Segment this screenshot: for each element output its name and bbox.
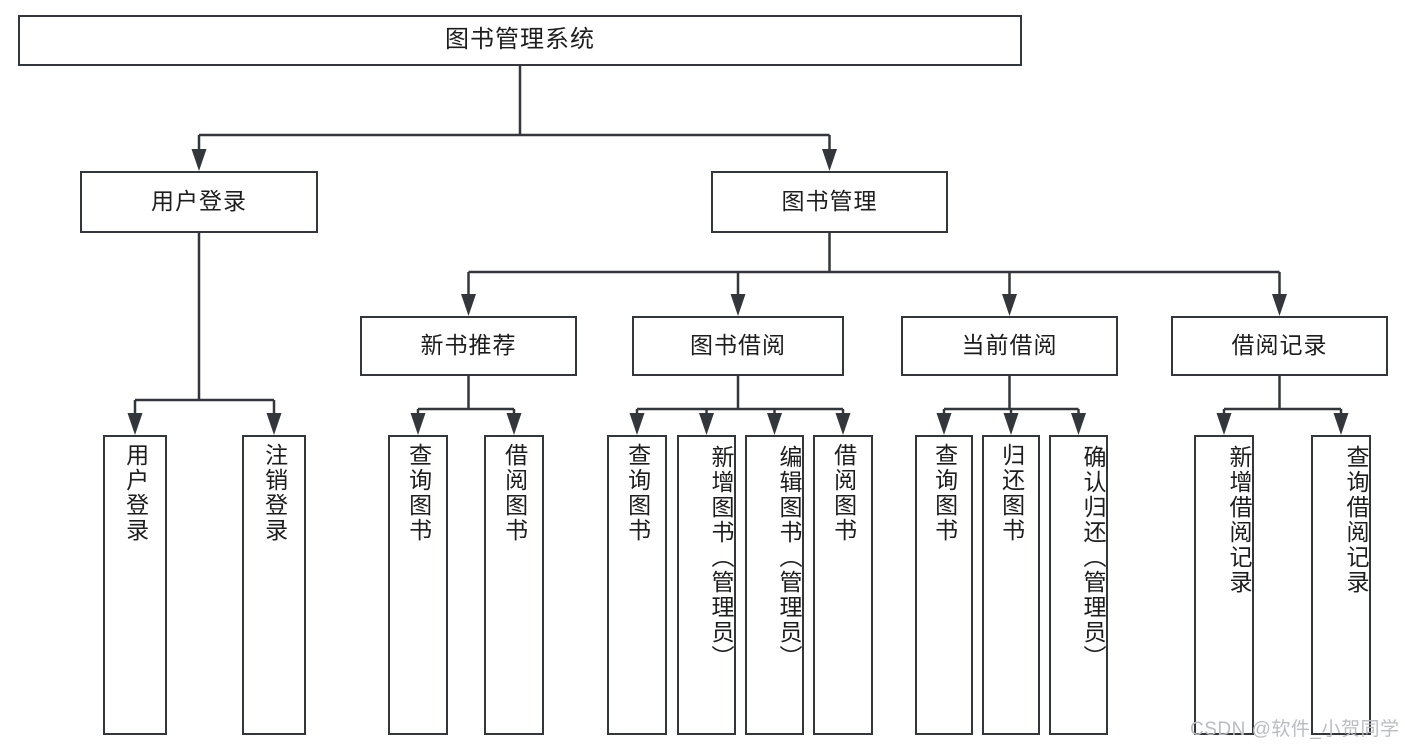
arrow-icon-leaf-rec-query: [410, 413, 426, 435]
node-label: 图书管理系统: [445, 26, 595, 54]
node-leaf-bb-add[interactable]: 新增图书（管理员）: [677, 435, 736, 735]
arrow-icon-new-book-rec: [461, 294, 476, 316]
arrow-icon-borrow-record: [1272, 294, 1287, 316]
node-label: 新增图书（管理员）: [708, 445, 734, 670]
node-label: 借阅图书: [830, 443, 857, 543]
node-root[interactable]: 图书管理系统: [18, 15, 1022, 66]
node-leaf-user-login[interactable]: 用户登录: [103, 435, 167, 735]
node-label: 归还图书: [998, 443, 1025, 543]
node-leaf-bb-query[interactable]: 查询图书: [607, 435, 667, 735]
arrow-icon-book-borrow: [730, 294, 746, 316]
arrow-icon-leaf-bb-add: [699, 413, 714, 435]
node-label: 借阅图书: [501, 443, 528, 543]
node-leaf-cb-confirm[interactable]: 确认归还（管理员）: [1049, 435, 1108, 735]
node-leaf-bb-borrow[interactable]: 借阅图书: [813, 435, 873, 735]
node-label: 确认归还（管理员）: [1080, 445, 1106, 670]
node-borrow-record[interactable]: 借阅记录: [1171, 316, 1388, 376]
node-current-borrow[interactable]: 当前借阅: [901, 316, 1118, 376]
arrow-icon-leaf-cb-query: [936, 413, 952, 435]
arrow-icon-leaf-cb-confirm: [1071, 413, 1086, 435]
node-label: 用户登录: [151, 188, 247, 215]
node-label: 借阅记录: [1231, 332, 1328, 359]
node-book-borrow[interactable]: 图书借阅: [632, 316, 844, 376]
node-new-book-rec[interactable]: 新书推荐: [360, 316, 577, 376]
node-label: 注销登录: [261, 443, 288, 543]
node-leaf-rec-query[interactable]: 查询图书: [388, 435, 448, 735]
node-leaf-rec-borrow[interactable]: 借阅图书: [484, 435, 544, 735]
arrow-icon-current-borrow: [1002, 294, 1017, 316]
node-user-login[interactable]: 用户登录: [80, 171, 318, 233]
node-book-manage[interactable]: 图书管理: [711, 171, 948, 233]
arrow-icon-book-manage: [822, 149, 837, 171]
node-leaf-br-query[interactable]: 查询借阅记录: [1311, 435, 1371, 735]
node-label: 图书借阅: [690, 332, 786, 359]
node-label: 用户登录: [122, 443, 149, 543]
node-label: 查询图书: [624, 443, 651, 543]
node-label: 新增借阅记录: [1226, 445, 1252, 595]
arrow-icon-leaf-bb-borrow: [835, 413, 851, 435]
node-label: 图书管理: [781, 188, 878, 215]
arrow-icon-leaf-user-logout: [266, 413, 282, 435]
arrow-icon-leaf-bb-edit: [767, 413, 782, 435]
arrow-icon-leaf-bb-query: [629, 413, 645, 435]
node-leaf-bb-edit[interactable]: 编辑图书（管理员）: [745, 435, 804, 735]
node-label: 查询借阅记录: [1343, 445, 1369, 595]
node-label: 新书推荐: [420, 332, 517, 359]
csdn-watermark: CSDN @软件_小贺同学: [1190, 719, 1400, 740]
arrow-icon-leaf-cb-return: [1003, 413, 1019, 435]
node-leaf-user-logout[interactable]: 注销登录: [242, 435, 306, 735]
node-leaf-br-add[interactable]: 新增借阅记录: [1194, 435, 1254, 735]
node-label: 查询图书: [405, 443, 432, 543]
node-leaf-cb-return[interactable]: 归还图书: [982, 435, 1040, 735]
node-label: 查询图书: [931, 443, 958, 543]
arrow-icon-leaf-br-query: [1333, 413, 1349, 435]
arrow-icon-leaf-br-add: [1216, 413, 1232, 435]
arrow-icon-leaf-rec-borrow: [506, 413, 522, 435]
arrow-icon-leaf-user-login: [127, 413, 143, 435]
node-label: 当前借阅: [961, 332, 1058, 359]
arrow-icon-user-login: [191, 149, 207, 171]
node-label: 编辑图书（管理员）: [776, 445, 802, 670]
node-leaf-cb-query[interactable]: 查询图书: [915, 435, 973, 735]
